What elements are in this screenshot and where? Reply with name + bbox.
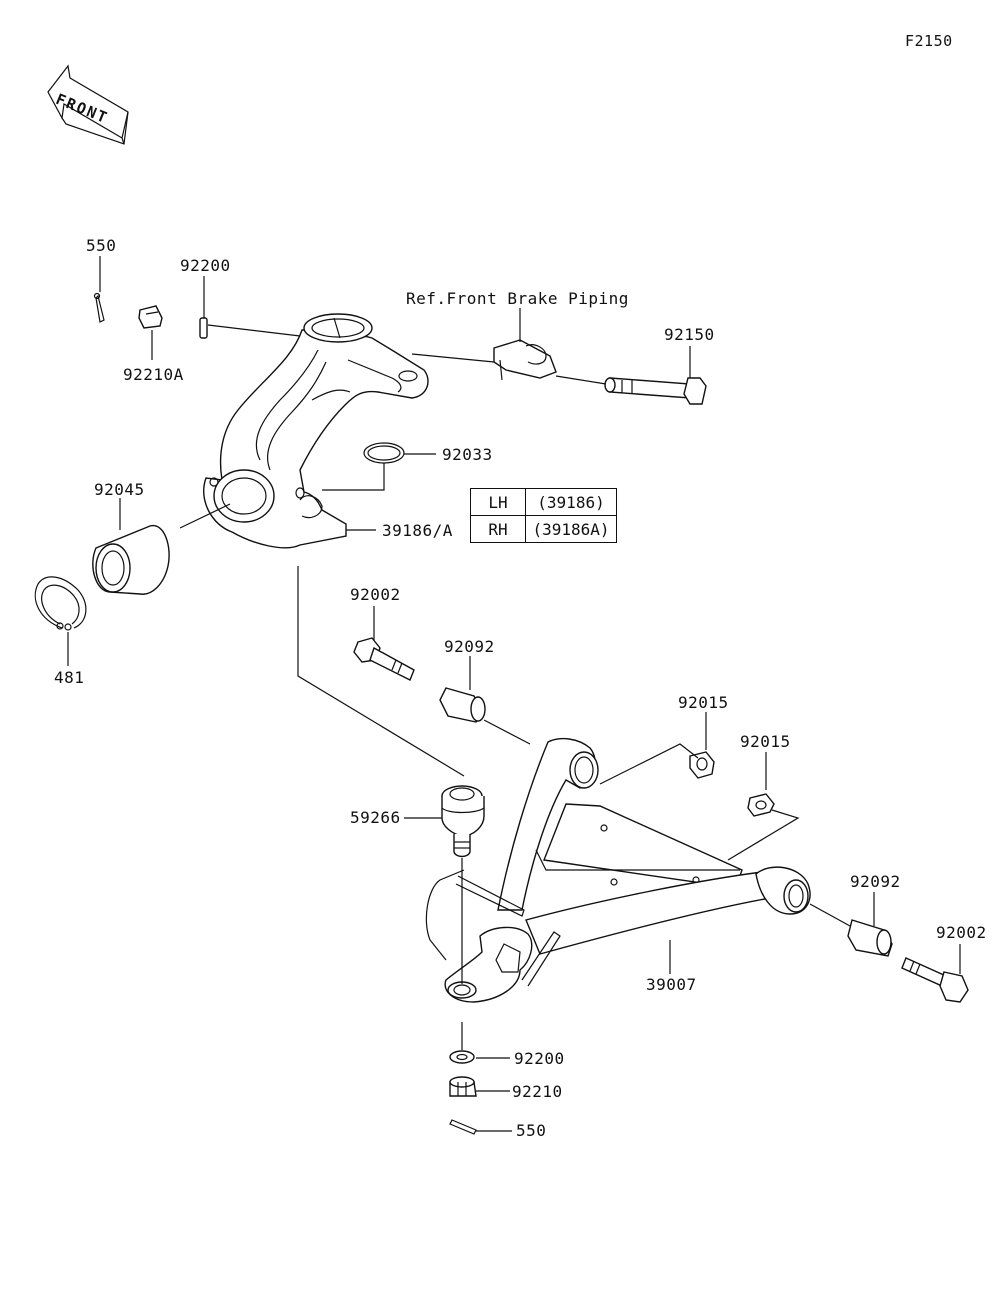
- wheel-bearing-drawing: [92, 525, 170, 595]
- arm-bushing-rear-drawing: [847, 919, 893, 957]
- leader-lines: [67, 256, 961, 1132]
- part-label-nut-top: 92210A: [123, 365, 184, 384]
- cotter-pin-bottom-drawing: [449, 1119, 477, 1135]
- cotter-pin-top-drawing: [93, 292, 105, 323]
- table-row: LH (39186): [470, 488, 617, 516]
- ball-joint-drawing: [441, 785, 485, 858]
- part-label-cotter-pin-top: 550: [86, 236, 117, 255]
- arm-nut-2-drawing: [747, 793, 775, 817]
- part-label-bolt-knuckle: 92150: [664, 325, 715, 344]
- side-reference-table: LH (39186) RH (39186A): [470, 488, 617, 543]
- side-cell: RH: [470, 515, 526, 543]
- arm-bushing-front-drawing: [439, 687, 486, 723]
- washer-bottom-drawing: [449, 1050, 475, 1064]
- table-row: RH (39186A): [470, 515, 617, 543]
- part-label-knuckle: 39186/A: [382, 521, 453, 540]
- part-label-washer-top: 92200: [180, 256, 231, 275]
- part-label-bearing: 92045: [94, 480, 145, 499]
- brake-piping-clamp-drawing: [493, 339, 557, 381]
- lower-arm-drawing: [425, 737, 811, 1003]
- part-label-cotter-pin-bottom: 550: [516, 1121, 547, 1140]
- part-label-bolt-arm-front: 92002: [350, 585, 401, 604]
- part-label-retaining-ring: 481: [54, 668, 85, 687]
- code-cell: (39186): [525, 488, 617, 516]
- front-direction-arrow-icon: [47, 64, 129, 145]
- part-label-ball-joint: 59266: [350, 808, 401, 827]
- part-label-lower-arm: 39007: [646, 975, 697, 994]
- castle-nut-top-drawing: [138, 305, 163, 329]
- retaining-ring-drawing: [34, 576, 87, 631]
- castle-nut-bottom-drawing: [449, 1076, 477, 1097]
- side-cell: LH: [470, 488, 526, 516]
- part-label-nut-bottom: 92210: [512, 1082, 563, 1101]
- part-label-nut-arm-2: 92015: [740, 732, 791, 751]
- washer-top-drawing: [199, 317, 208, 339]
- part-label-bushing-front: 92092: [444, 637, 495, 656]
- code-cell: (39186A): [525, 515, 617, 543]
- arm-bolt-rear-drawing: [901, 957, 969, 1003]
- knuckle-bolt-drawing: [604, 377, 707, 405]
- part-label-washer-bottom: 92200: [514, 1049, 565, 1068]
- arm-nut-1-drawing: [689, 751, 715, 779]
- part-label-circlip: 92033: [442, 445, 493, 464]
- figure-code: F2150: [905, 32, 953, 50]
- part-label-bolt-arm-rear: 92002: [936, 923, 987, 942]
- steering-knuckle-drawing: [203, 313, 429, 549]
- arm-bolt-front-drawing: [353, 637, 415, 681]
- part-label-bushing-rear: 92092: [850, 872, 901, 891]
- reference-note: Ref.Front Brake Piping: [406, 289, 629, 308]
- part-label-nut-arm-1: 92015: [678, 693, 729, 712]
- circlip-drawing: [363, 442, 405, 464]
